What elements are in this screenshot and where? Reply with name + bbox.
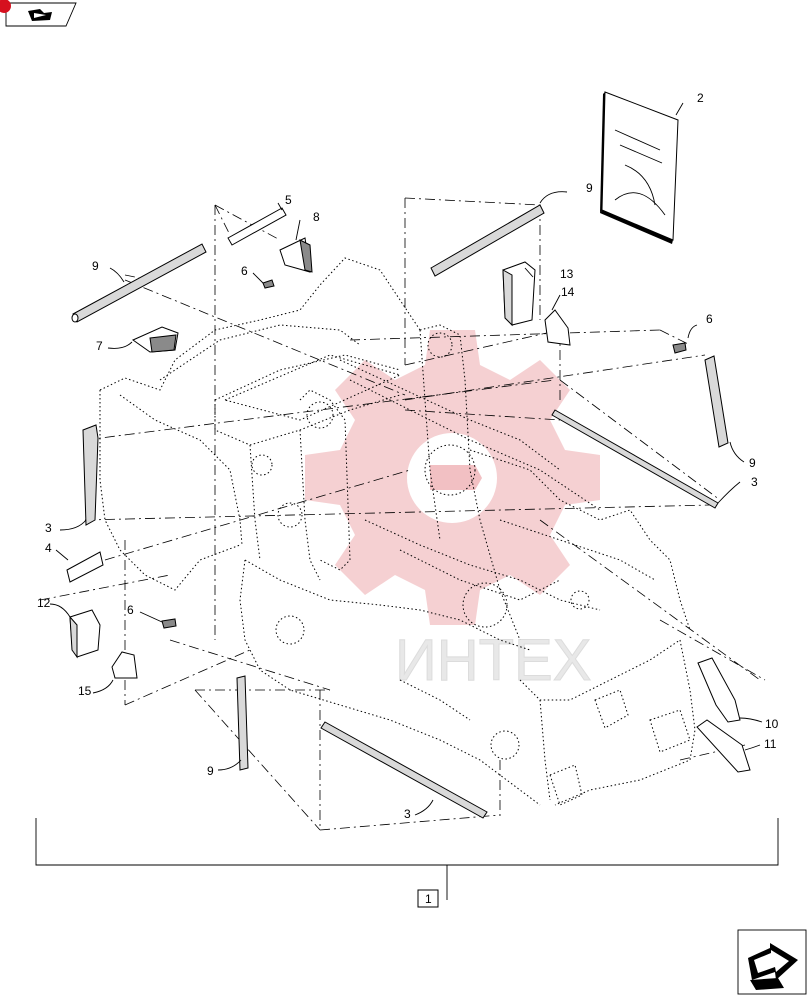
callout-14: 14 <box>561 285 575 299</box>
callout-6-c: 6 <box>127 603 134 617</box>
callout-1: 1 <box>425 892 432 906</box>
callout-8: 8 <box>313 210 320 224</box>
callout-6-a: 6 <box>241 264 248 278</box>
callout-2: 2 <box>697 91 704 105</box>
callout-3-b: 3 <box>45 521 52 535</box>
callout-12: 12 <box>37 596 51 610</box>
red-marker-dot <box>0 0 11 13</box>
callout-9-c: 9 <box>749 456 756 470</box>
nav-back-tab[interactable] <box>0 0 77 27</box>
callout-11: 11 <box>764 737 777 751</box>
callout-5: 5 <box>285 193 292 207</box>
wedge-part-15 <box>111 651 138 679</box>
callout-3-c: 3 <box>404 807 411 821</box>
block-part-7 <box>131 326 179 353</box>
callout-9-b: 9 <box>586 181 593 195</box>
clip-part <box>161 279 687 629</box>
projection-lines <box>39 197 766 831</box>
callout-3-a: 3 <box>751 475 758 489</box>
callout-9-d: 9 <box>207 764 214 778</box>
callout-leaders <box>49 102 763 816</box>
watermark-text: ИНТЕХ <box>395 628 591 693</box>
pad-part-11 <box>696 719 751 773</box>
block-part-12 <box>69 609 101 659</box>
rod-part <box>71 204 729 771</box>
pad-part-10 <box>697 657 741 723</box>
back-arrow-icon <box>28 9 52 21</box>
nav-next-tab[interactable] <box>737 929 807 995</box>
wedge-part-8 <box>279 237 313 273</box>
bar-part-5 <box>227 207 287 246</box>
callout-13: 13 <box>560 267 574 281</box>
manual-book-icon <box>600 91 679 244</box>
strip-part <box>82 409 719 819</box>
callout-7: 7 <box>96 339 103 353</box>
block-part-13 <box>502 261 536 327</box>
assembly-bracket <box>35 818 779 908</box>
callout-6-b: 6 <box>706 312 713 326</box>
callout-15: 15 <box>78 684 92 698</box>
callout-labels: 2 9 5 8 6 7 9 13 14 6 9 3 3 4 12 6 15 10… <box>37 91 779 906</box>
next-arrow-icon <box>748 943 798 990</box>
chassis-frame <box>99 257 696 806</box>
wedge-part-14 <box>544 309 571 346</box>
block-part-4 <box>66 551 104 583</box>
callout-9-a: 9 <box>92 259 99 273</box>
callout-box-1 <box>417 889 439 908</box>
callout-10: 10 <box>765 717 779 731</box>
callout-4: 4 <box>45 541 52 555</box>
